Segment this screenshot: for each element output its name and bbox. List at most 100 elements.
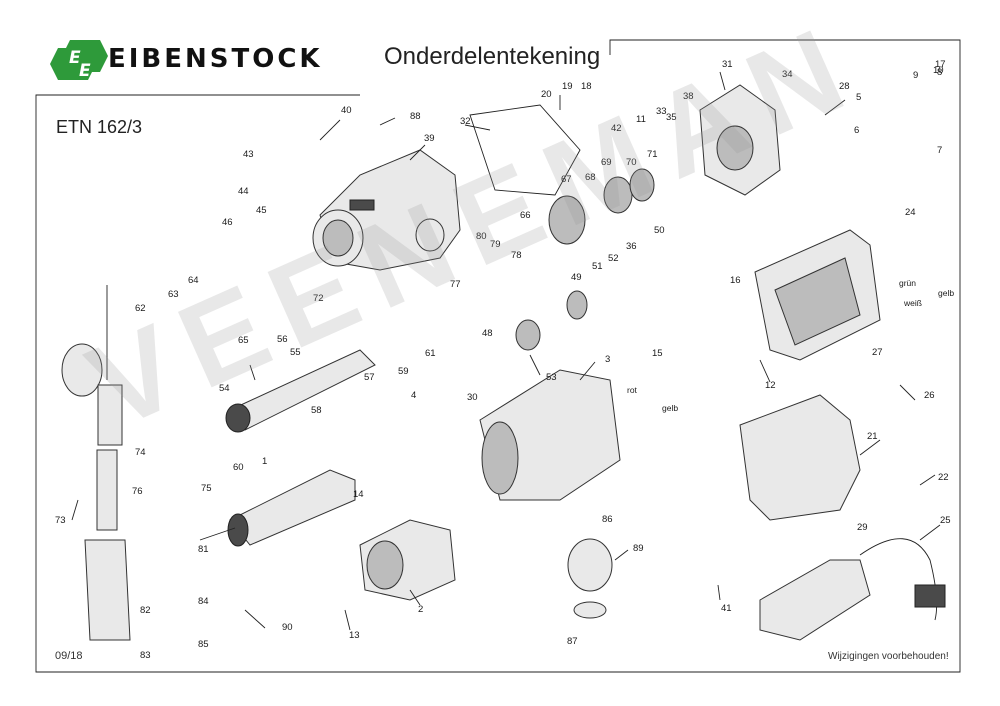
clutch-86 xyxy=(567,538,613,619)
part-number-67: 67 xyxy=(561,174,572,185)
field-coil-2 xyxy=(359,519,456,601)
part-number-51: 51 xyxy=(592,261,603,272)
part-number-24: 24 xyxy=(905,207,916,218)
part-number-84: 84 xyxy=(198,596,209,607)
part-number-46: 46 xyxy=(222,217,233,228)
part-number-29: 29 xyxy=(857,522,868,533)
wire-label-green: grün xyxy=(899,278,916,288)
part-number-33: 33 xyxy=(656,106,667,117)
part-number-13: 13 xyxy=(349,630,360,641)
part-number-17: 17 xyxy=(935,59,946,70)
part-number-57: 57 xyxy=(364,372,375,383)
part-number-25: 25 xyxy=(940,515,951,526)
part-number-66: 66 xyxy=(520,210,531,221)
part-number-80: 80 xyxy=(476,231,487,242)
part-number-60: 60 xyxy=(233,462,244,473)
part-number-58: 58 xyxy=(311,405,322,416)
part-number-69: 69 xyxy=(601,157,612,168)
part-number-42: 42 xyxy=(611,123,622,134)
wire-labels: grün weiß gelb rot gelb xyxy=(627,278,954,413)
part-number-88: 88 xyxy=(410,111,421,122)
gear-housing-39 xyxy=(312,149,461,271)
part-number-85: 85 xyxy=(198,639,209,650)
part-number-48: 48 xyxy=(482,328,493,339)
part-number-56: 56 xyxy=(277,334,288,345)
part-number-72: 72 xyxy=(313,293,324,304)
part-number-55: 55 xyxy=(290,347,301,358)
part-number-7: 7 xyxy=(937,145,942,156)
part-number-21: 21 xyxy=(867,431,878,442)
part-number-83: 83 xyxy=(140,650,151,661)
wire-label-red: rot xyxy=(627,385,638,395)
part-number-87: 87 xyxy=(567,636,578,647)
part-number-28: 28 xyxy=(839,81,850,92)
drawing-title: Onderdelentekening xyxy=(384,43,601,70)
armature-1 xyxy=(199,469,356,547)
gears-67-69-70 xyxy=(515,168,655,351)
part-number-70: 70 xyxy=(626,157,637,168)
part-number-1: 1 xyxy=(262,456,267,467)
svg-text:E: E xyxy=(69,48,81,68)
part-number-44: 44 xyxy=(238,186,249,197)
part-number-81: 81 xyxy=(198,544,209,555)
part-number-43: 43 xyxy=(243,149,254,160)
part-number-40: 40 xyxy=(341,105,352,116)
part-number-18: 18 xyxy=(581,81,592,92)
part-number-26: 26 xyxy=(924,390,935,401)
part-number-4: 4 xyxy=(411,390,416,401)
part-number-73: 73 xyxy=(55,515,66,526)
part-number-74: 74 xyxy=(135,447,146,458)
part-number-41: 41 xyxy=(721,603,732,614)
part-number-16: 16 xyxy=(730,275,741,286)
part-number-9: 9 xyxy=(913,70,918,81)
part-number-50: 50 xyxy=(654,225,665,236)
part-number-12: 12 xyxy=(765,380,776,391)
part-number-61: 61 xyxy=(425,348,436,359)
housing-12 xyxy=(739,229,881,521)
part-number-90: 90 xyxy=(282,622,293,633)
part-number-32: 32 xyxy=(460,116,471,127)
flange-31 xyxy=(699,84,781,196)
brand-name: EIBENSTOCK xyxy=(108,44,323,74)
part-number-11: 11 xyxy=(636,114,646,125)
spindle-54 xyxy=(225,349,376,433)
part-number-2: 2 xyxy=(418,604,423,615)
wire-label-yellow-2: gelb xyxy=(662,403,678,413)
part-number-36: 36 xyxy=(626,241,637,252)
drawing-frame xyxy=(35,39,961,673)
eibenstock-logo-icon: E E xyxy=(50,40,108,81)
model-label: ETN 162/3 xyxy=(56,117,143,137)
part-number-54: 54 xyxy=(219,383,230,394)
part-number-82: 82 xyxy=(140,605,151,616)
part-number-62: 62 xyxy=(135,303,146,314)
motor-housing-3 xyxy=(479,369,621,501)
part-number-10: 10 xyxy=(933,65,944,76)
part-number-20: 20 xyxy=(541,89,552,100)
part-number-45: 45 xyxy=(256,205,267,216)
leader-lines xyxy=(71,71,941,631)
gasket-32 xyxy=(469,104,581,196)
part-number-63: 63 xyxy=(168,289,179,300)
part-number-79: 79 xyxy=(490,239,501,250)
part-number-86: 86 xyxy=(602,514,613,525)
part-number-53: 53 xyxy=(546,372,557,383)
part-number-30: 30 xyxy=(467,392,478,403)
power-cable-25 xyxy=(759,538,946,641)
date-code: 09/18 xyxy=(55,650,83,662)
part-number-65: 65 xyxy=(238,335,249,346)
part-number-14: 14 xyxy=(353,489,364,500)
wire-label-yellow: gelb xyxy=(938,288,954,298)
part-number-68: 68 xyxy=(585,172,596,183)
part-number-52: 52 xyxy=(608,253,619,264)
part-number-8: 8 xyxy=(937,67,942,78)
part-number-78: 78 xyxy=(511,250,522,261)
part-number-31: 31 xyxy=(722,59,733,70)
part-number-27: 27 xyxy=(872,347,883,358)
part-number-38: 38 xyxy=(683,91,694,102)
disclaimer-note: Wijzigingen voorbehouden! xyxy=(828,651,949,662)
part-number-5: 5 xyxy=(856,92,861,103)
part-number-15: 15 xyxy=(652,348,663,359)
